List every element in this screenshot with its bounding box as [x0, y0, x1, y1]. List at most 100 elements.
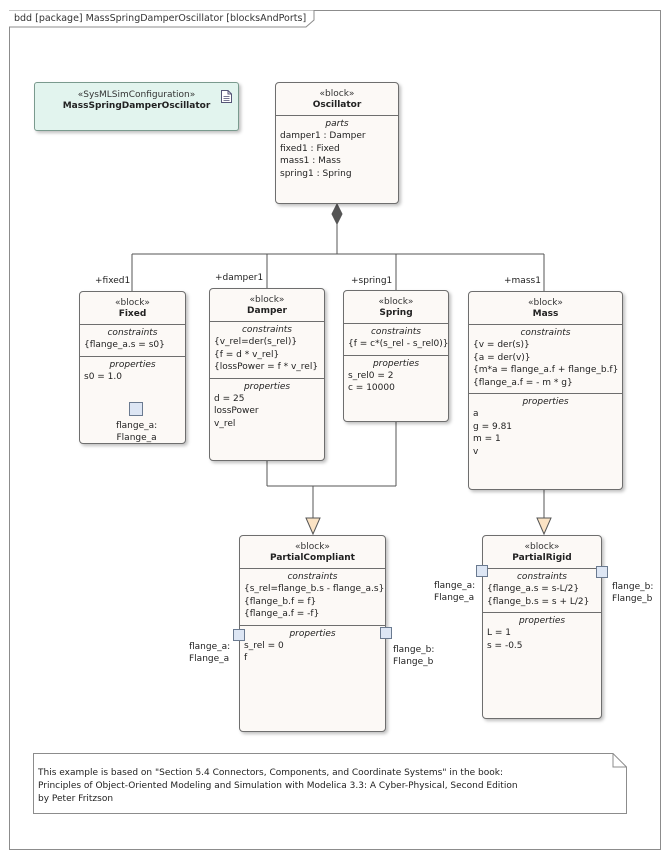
constraint-item: {flange_a.f = -f} [244, 609, 320, 619]
compliant-stereotype: «block» [295, 542, 330, 552]
compliant-header: «block» PartialCompliant [240, 536, 385, 568]
damper-constraints: constraints {v_rel=der(s_rel)} {f = d * … [210, 321, 324, 378]
rigid-name: PartialRigid [512, 553, 572, 563]
constraint-item: {a = der(v)} [473, 352, 531, 363]
mass-properties: properties a g = 9.81 m = 1 v [469, 393, 622, 462]
oscillator-parts: parts damper1 : Damper fixed1 : Fixed ma… [276, 115, 398, 184]
compliant-flange-a-label: flange_a: Flange_a [189, 641, 230, 665]
constraints-title: constraints [370, 327, 421, 337]
property-item: g = 9.81 [473, 421, 513, 432]
rigid-port-a-2: Flange_a [434, 593, 475, 603]
property-item: lossPower [214, 406, 259, 416]
part-item: damper1 : Damper [280, 131, 366, 141]
rigid-flange-a-port[interactable] [476, 565, 488, 577]
oscillator-stereotype: «block» [319, 89, 355, 99]
role-damper: +damper1 [215, 273, 264, 283]
generalization-arrow-rigid [536, 517, 552, 536]
constraints-title: constraints [516, 572, 567, 582]
compliant-name: PartialCompliant [270, 553, 355, 563]
note-shape [33, 753, 627, 814]
rigid-flange-b-label: flange_b: Flange_b [612, 581, 653, 605]
constraint-item: {s_rel=flange_b.s - flange_a.s} [244, 584, 385, 594]
part-item: mass1 : Mass [280, 156, 341, 166]
compliant-constraints: constraints {s_rel=flange_b.s - flange_a… [240, 568, 385, 625]
note[interactable]: This example is based on "Section 5.4 Co… [33, 753, 627, 814]
generalization-arrow-compliant [305, 517, 321, 536]
part-item: fixed1 : Fixed [280, 143, 340, 154]
compliant-properties: properties s_rel = 0 f [240, 624, 385, 669]
fixed-constraints: constraints {flange_a.s = s0} [80, 324, 185, 356]
property-item: m = 1 [473, 434, 501, 444]
block-fixed[interactable]: «block» Fixed constraints {flange_a.s = … [79, 291, 186, 444]
mass-stereotype: «block» [528, 298, 563, 308]
damper-properties: properties d = 25 lossPower v_rel [210, 377, 324, 435]
constraints-title: constraints [520, 328, 571, 338]
role-fixed: +fixed1 [95, 276, 131, 286]
block-damper[interactable]: «block» Damper constraints {v_rel=der(s_… [209, 288, 325, 461]
note-line: Principles of Object-Oriented Modeling a… [38, 781, 518, 791]
property-item: s = -0.5 [487, 640, 523, 651]
note-line: This example is based on "Section 5.4 Co… [38, 768, 504, 778]
fixed-header: «block» Fixed [80, 292, 185, 324]
fixed-stereotype: «block» [115, 298, 150, 308]
rigid-properties: properties L = 1 s = -0.5 [483, 612, 601, 656]
fixed-port-label-2: Flange_a [116, 433, 157, 443]
frame-tab [9, 10, 315, 28]
fixed-properties: properties s0 = 1.0 [80, 355, 185, 388]
property-item: c = 10000 [348, 383, 395, 393]
damper-stereotype: «block» [249, 295, 285, 305]
constraints-title: constraints [107, 328, 158, 338]
block-partial-compliant[interactable]: «block» PartialCompliant constraints {s_… [239, 535, 386, 732]
property-item: L = 1 [487, 628, 512, 638]
properties-title: properties [289, 628, 336, 639]
rigid-port-b-2: Flange_b [612, 594, 653, 604]
rigid-port-a-1: flange_a: [434, 581, 476, 591]
compliant-flange-b-port[interactable] [380, 627, 392, 639]
properties-title: properties [372, 358, 420, 369]
rigid-header: «block» PartialRigid [483, 536, 601, 568]
mass-header: «block» Mass [469, 292, 622, 324]
config-stereotype: «SysMLSimConfiguration» [77, 90, 196, 100]
fixed-name: Fixed [118, 309, 147, 319]
property-item: s_rel = 0 [244, 640, 284, 651]
spring-properties: properties s_rel0 = 2 c = 10000 [344, 354, 448, 399]
properties-title: properties [522, 397, 569, 407]
composition-diamond [331, 202, 343, 226]
spring-name: Spring [379, 308, 413, 318]
compliant-port-a-1: flange_a: [189, 642, 231, 652]
fixed-flange-a-port[interactable] [129, 402, 143, 416]
constraint-item: {flange_a.f = - m * g} [473, 377, 573, 388]
block-partial-rigid[interactable]: «block» PartialRigid constraints {flange… [482, 535, 602, 719]
compliant-port-b-2: Flange_b [393, 657, 434, 667]
property-item: s0 = 1.0 [84, 371, 122, 382]
constraint-item: {lossPower = f * v_rel} [214, 362, 319, 372]
constraint-item: {m*a = flange_a.f + flange_b.f} [473, 365, 619, 375]
compliant-port-b-1: flange_b: [393, 645, 435, 655]
rigid-constraints: constraints {flange_a.s = s-L/2} {flange… [483, 568, 601, 612]
property-item: f [244, 653, 248, 663]
note-line: by Peter Fritzson [38, 794, 114, 804]
spring-header: «block» Spring [344, 291, 448, 323]
constraint-item: {f = d * v_rel} [214, 349, 280, 360]
part-item: spring1 : Spring [280, 168, 352, 179]
block-spring[interactable]: «block» Spring constraints {f = c*(s_rel… [343, 290, 449, 422]
fixed-flange-a-label: flange_a: Flange_a [116, 420, 157, 444]
compliant-flange-b-label: flange_b: Flange_b [393, 644, 434, 668]
rigid-flange-a-label: flange_a: Flange_a [434, 580, 475, 604]
constraints-title: constraints [287, 572, 338, 582]
property-item: d = 25 [214, 393, 245, 404]
compliant-flange-a-port[interactable] [233, 629, 245, 641]
role-spring: +spring1 [351, 276, 393, 286]
sim-configuration[interactable]: «SysMLSimConfiguration» MassSpringDamper… [34, 82, 239, 131]
spring-stereotype: «block» [378, 297, 414, 307]
block-mass[interactable]: «block» Mass constraints {v = der(s)} {a… [468, 291, 623, 490]
block-oscillator[interactable]: «block» Oscillator parts damper1 : Dampe… [275, 82, 399, 204]
compliant-port-a-2: Flange_a [189, 654, 230, 664]
rigid-stereotype: «block» [524, 542, 560, 552]
properties-title: properties [109, 359, 156, 370]
rigid-flange-b-port[interactable] [596, 566, 608, 578]
properties-title: properties [243, 381, 291, 392]
constraint-item: {v = der(s)} [473, 340, 530, 350]
spring-constraints: constraints {f = c*(s_rel - s_rel0)} [344, 323, 449, 355]
